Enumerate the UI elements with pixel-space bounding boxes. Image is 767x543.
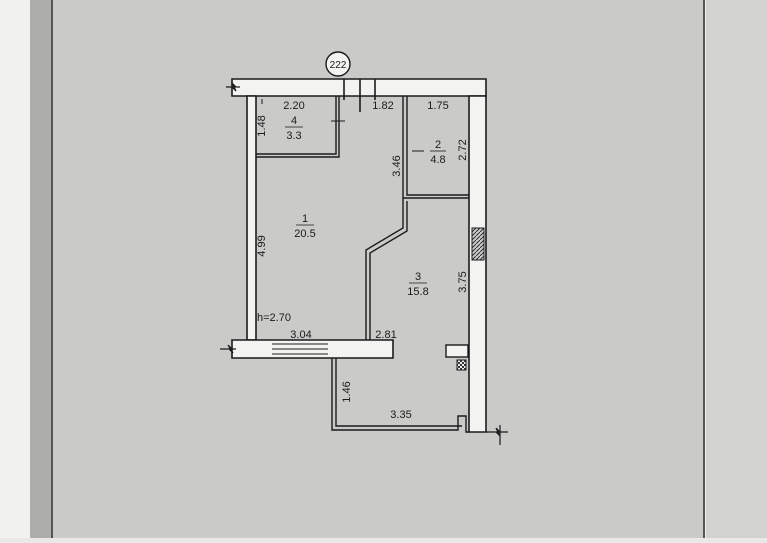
room-1-label: 1 20.5 <box>294 213 315 240</box>
dim-top-right: 1.75 <box>427 100 448 112</box>
vent-shaft <box>471 227 485 261</box>
bottom-window <box>272 343 328 355</box>
dim-balcony-width: 3.35 <box>390 409 411 421</box>
room-3-partition <box>365 198 404 340</box>
page-margin <box>0 0 30 538</box>
apartment-number: 222 <box>330 60 347 71</box>
room-3-label: 3 15.8 <box>407 271 428 298</box>
dim-right-lower: 3.75 <box>457 271 469 292</box>
dimension-ticks <box>261 99 424 152</box>
dim-right-upper: 2.72 <box>457 139 469 160</box>
left-border-band <box>30 0 52 538</box>
right-border-band <box>706 0 767 538</box>
top-wall <box>231 78 487 97</box>
room-4-area: 3.3 <box>286 130 301 142</box>
room-3-area: 15.8 <box>407 286 428 298</box>
top-opening <box>343 79 376 112</box>
dim-bottom-left: 3.04 <box>290 329 311 341</box>
balcony <box>331 344 469 433</box>
dim-left-wall: 4.99 <box>256 235 268 256</box>
room-4-number: 4 <box>291 115 297 127</box>
apartment-number-badge <box>325 51 351 77</box>
room-4-partition <box>256 96 337 155</box>
dim-partition: 3.46 <box>391 155 403 176</box>
room-4-label: 4 3.3 <box>285 115 303 142</box>
dim-bottom-mid: 2.81 <box>375 329 396 341</box>
right-wall <box>468 95 487 433</box>
partitions <box>256 96 469 340</box>
column-marker <box>456 359 467 371</box>
room-3-number: 3 <box>415 271 421 283</box>
dim-room4-height: 1.48 <box>256 115 268 136</box>
dim-balcony-depth: 1.46 <box>341 381 353 402</box>
left-wall <box>246 95 257 341</box>
dim-top-mid: 1.82 <box>372 100 393 112</box>
room-2-number: 2 <box>435 139 441 151</box>
break-marks <box>220 82 508 445</box>
ceiling-height: h=2.70 <box>257 312 291 324</box>
room-2-area: 4.8 <box>430 154 445 166</box>
room-1-area: 20.5 <box>294 228 315 240</box>
room-2-label: 2 4.8 <box>430 139 446 166</box>
room-1-number: 1 <box>302 213 308 225</box>
dim-top-left: 2.20 <box>283 100 304 112</box>
